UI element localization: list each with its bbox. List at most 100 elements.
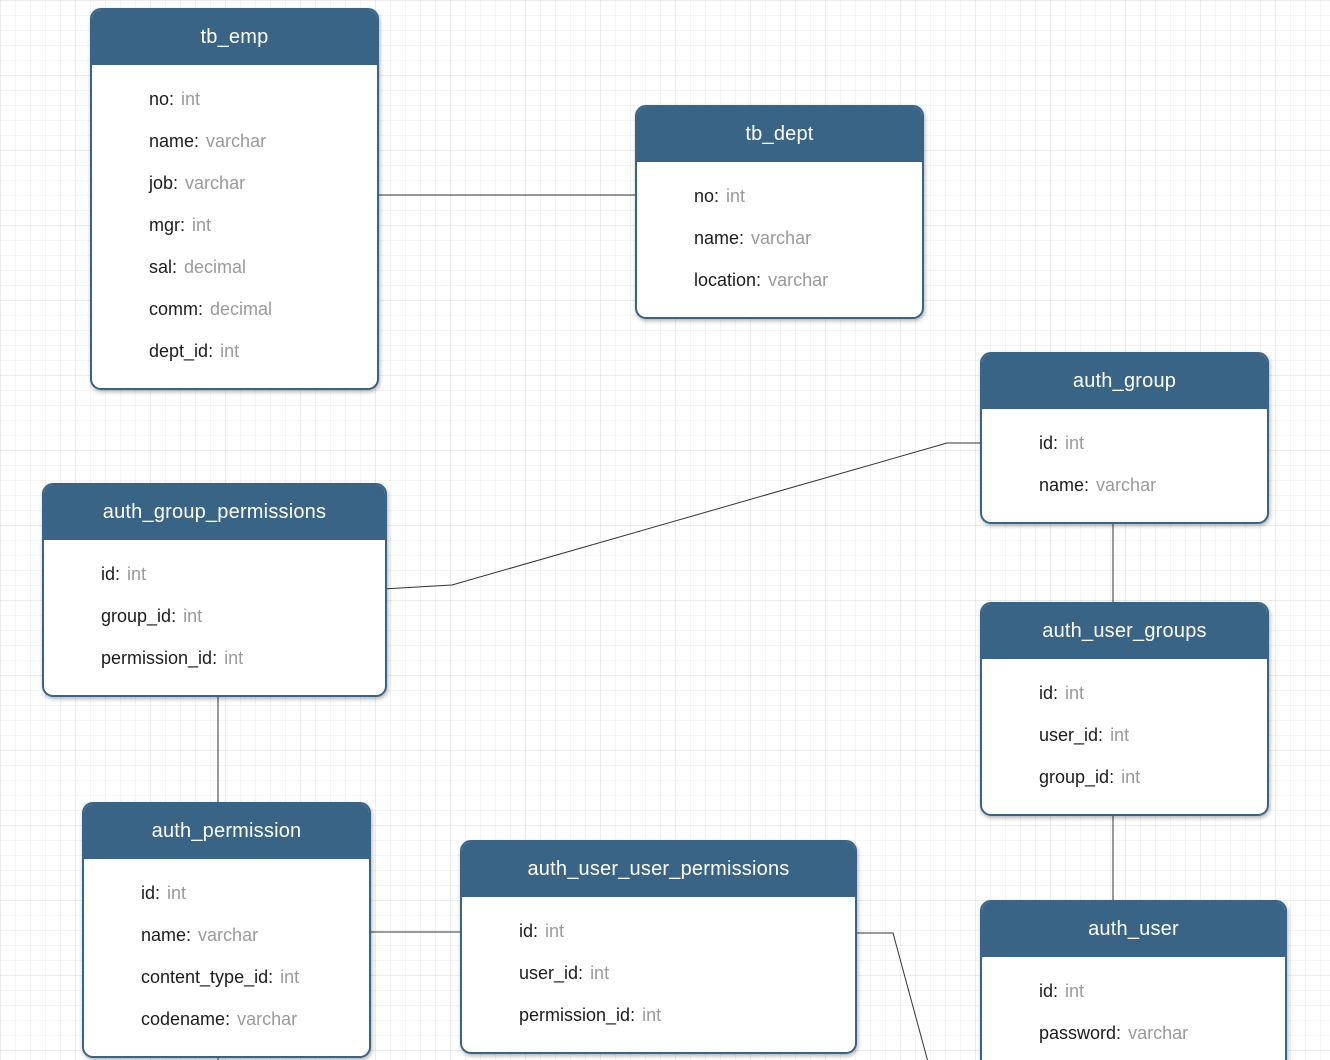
field-row: idint bbox=[519, 910, 855, 952]
field-row: group_idint bbox=[1039, 756, 1267, 798]
table-body: idint password varchar last_logindatetime bbox=[982, 957, 1285, 1060]
table-title: tb_emp bbox=[200, 26, 269, 48]
field-type: int bbox=[1065, 981, 1085, 1001]
field-name: dept_id bbox=[149, 341, 213, 361]
field-name: no bbox=[694, 186, 719, 206]
field-row: name varchar bbox=[694, 217, 922, 259]
table-body: idint user_idint group_idint bbox=[982, 659, 1267, 814]
field-row: location varchar bbox=[694, 259, 922, 301]
field-row: noint bbox=[694, 175, 922, 217]
table-header[interactable]: tb_dept bbox=[637, 107, 922, 162]
table-body: idint name varchar bbox=[982, 409, 1267, 522]
table-auth_group_permissions[interactable]: auth_group_permissions idint group_idint… bbox=[42, 483, 387, 697]
field-name: comm bbox=[149, 299, 203, 319]
field-name: id bbox=[1039, 981, 1058, 1001]
field-row: namevarchar bbox=[141, 914, 369, 956]
table-tb_dept[interactable]: tb_dept noint name varchar location varcha… bbox=[635, 105, 924, 319]
table-title: auth_permission bbox=[151, 820, 302, 842]
table-body: idint group_idint permission_idint bbox=[44, 540, 385, 695]
field-name: codename bbox=[141, 1009, 230, 1029]
field-type: varchar bbox=[751, 228, 812, 248]
table-header[interactable]: auth_permission bbox=[84, 804, 369, 859]
field-row: user_idint bbox=[519, 952, 855, 994]
table-tb_emp[interactable]: tb_emp noint namevarchar jobvarchar mgri… bbox=[90, 8, 379, 390]
field-type: varchar bbox=[206, 131, 267, 151]
field-row: name varchar bbox=[1039, 464, 1267, 506]
relationship-line-groupperm-authgroup bbox=[382, 442, 980, 590]
field-name: id bbox=[519, 921, 538, 941]
field-row: mgrint bbox=[149, 204, 377, 246]
field-name: group_id bbox=[101, 606, 176, 626]
field-type: int bbox=[545, 921, 565, 941]
table-auth_user_groups[interactable]: auth_user_groups idint user_idint group_… bbox=[980, 602, 1269, 816]
field-type: int bbox=[726, 186, 746, 206]
field-row: dept_id int bbox=[149, 330, 377, 372]
table-body: noint namevarchar jobvarchar mgrint sald… bbox=[92, 65, 377, 388]
field-name: id bbox=[101, 564, 120, 584]
field-name: permission_id bbox=[519, 1005, 635, 1025]
table-title: auth_user_user_permissions bbox=[527, 858, 790, 880]
field-name: name bbox=[1039, 475, 1089, 495]
field-type: int bbox=[127, 564, 147, 584]
field-type: varchar bbox=[1096, 475, 1157, 495]
table-auth_user_user_permissions[interactable]: auth_user_user_permissions idint user_id… bbox=[460, 840, 857, 1054]
field-row: idint bbox=[1039, 422, 1267, 464]
field-type: int bbox=[220, 341, 240, 361]
table-title: auth_user_groups bbox=[1042, 620, 1207, 642]
relationship-line-userperm-authuser bbox=[853, 932, 928, 1060]
field-row: jobvarchar bbox=[149, 162, 377, 204]
field-row: idint bbox=[141, 872, 369, 914]
field-row: user_idint bbox=[1039, 714, 1267, 756]
field-name: name bbox=[149, 131, 199, 151]
field-name: user_id bbox=[1039, 725, 1103, 745]
table-header[interactable]: auth_user_groups bbox=[982, 604, 1267, 659]
table-header[interactable]: auth_group bbox=[982, 354, 1267, 409]
field-name: sal bbox=[149, 257, 177, 277]
field-type: int bbox=[1121, 767, 1141, 787]
field-type: decimal bbox=[210, 299, 273, 319]
table-title: auth_group_permissions bbox=[102, 501, 327, 523]
field-type: int bbox=[1065, 433, 1085, 453]
field-type: varchar bbox=[237, 1009, 298, 1029]
table-title: tb_dept bbox=[745, 123, 814, 145]
field-row: name varchar bbox=[149, 120, 377, 162]
field-name: name bbox=[694, 228, 744, 248]
field-type: int bbox=[192, 215, 212, 235]
field-row: password varchar bbox=[1039, 1012, 1285, 1054]
field-row: idint bbox=[1039, 970, 1285, 1012]
field-type: varchar bbox=[1128, 1023, 1189, 1043]
table-auth_group[interactable]: auth_group idint name varchar bbox=[980, 352, 1269, 524]
table-header[interactable]: auth_group_permissions bbox=[44, 485, 385, 540]
field-name: permission_id bbox=[101, 648, 217, 668]
field-row: idint bbox=[1039, 672, 1267, 714]
table-auth_user[interactable]: auth_user idint password varchar last_log… bbox=[980, 900, 1287, 1060]
field-type: int bbox=[224, 648, 244, 668]
table-body: idint namevarchar content_type_idint cod… bbox=[84, 859, 369, 1056]
field-type: int bbox=[183, 606, 203, 626]
table-title: auth_user bbox=[1088, 918, 1179, 940]
field-type: varchar bbox=[198, 925, 259, 945]
table-header[interactable]: auth_user bbox=[982, 902, 1285, 957]
table-auth_permission[interactable]: auth_permission idint namevarchar conten… bbox=[82, 802, 371, 1058]
field-row: noint bbox=[149, 78, 377, 120]
field-name: password bbox=[1039, 1023, 1121, 1043]
field-name: content_type_id bbox=[141, 967, 273, 987]
field-type: int bbox=[1065, 683, 1085, 703]
field-type: decimal bbox=[184, 257, 247, 277]
field-row: content_type_idint bbox=[141, 956, 369, 998]
field-type: varchar bbox=[768, 270, 829, 290]
field-name: location bbox=[694, 270, 761, 290]
field-row: codename varchar bbox=[141, 998, 369, 1040]
field-type: int bbox=[590, 963, 610, 983]
field-type: int bbox=[167, 883, 187, 903]
table-body: idint user_idint permission_idint bbox=[462, 897, 855, 1052]
field-row: last_logindatetime bbox=[1039, 1054, 1285, 1060]
table-header[interactable]: tb_emp bbox=[92, 10, 377, 65]
table-body: noint name varchar location varchar bbox=[637, 162, 922, 317]
table-header[interactable]: auth_user_user_permissions bbox=[462, 842, 855, 897]
field-name: no bbox=[149, 89, 174, 109]
field-name: mgr bbox=[149, 215, 185, 235]
field-name: id bbox=[1039, 683, 1058, 703]
field-row: permission_idint bbox=[519, 994, 855, 1036]
